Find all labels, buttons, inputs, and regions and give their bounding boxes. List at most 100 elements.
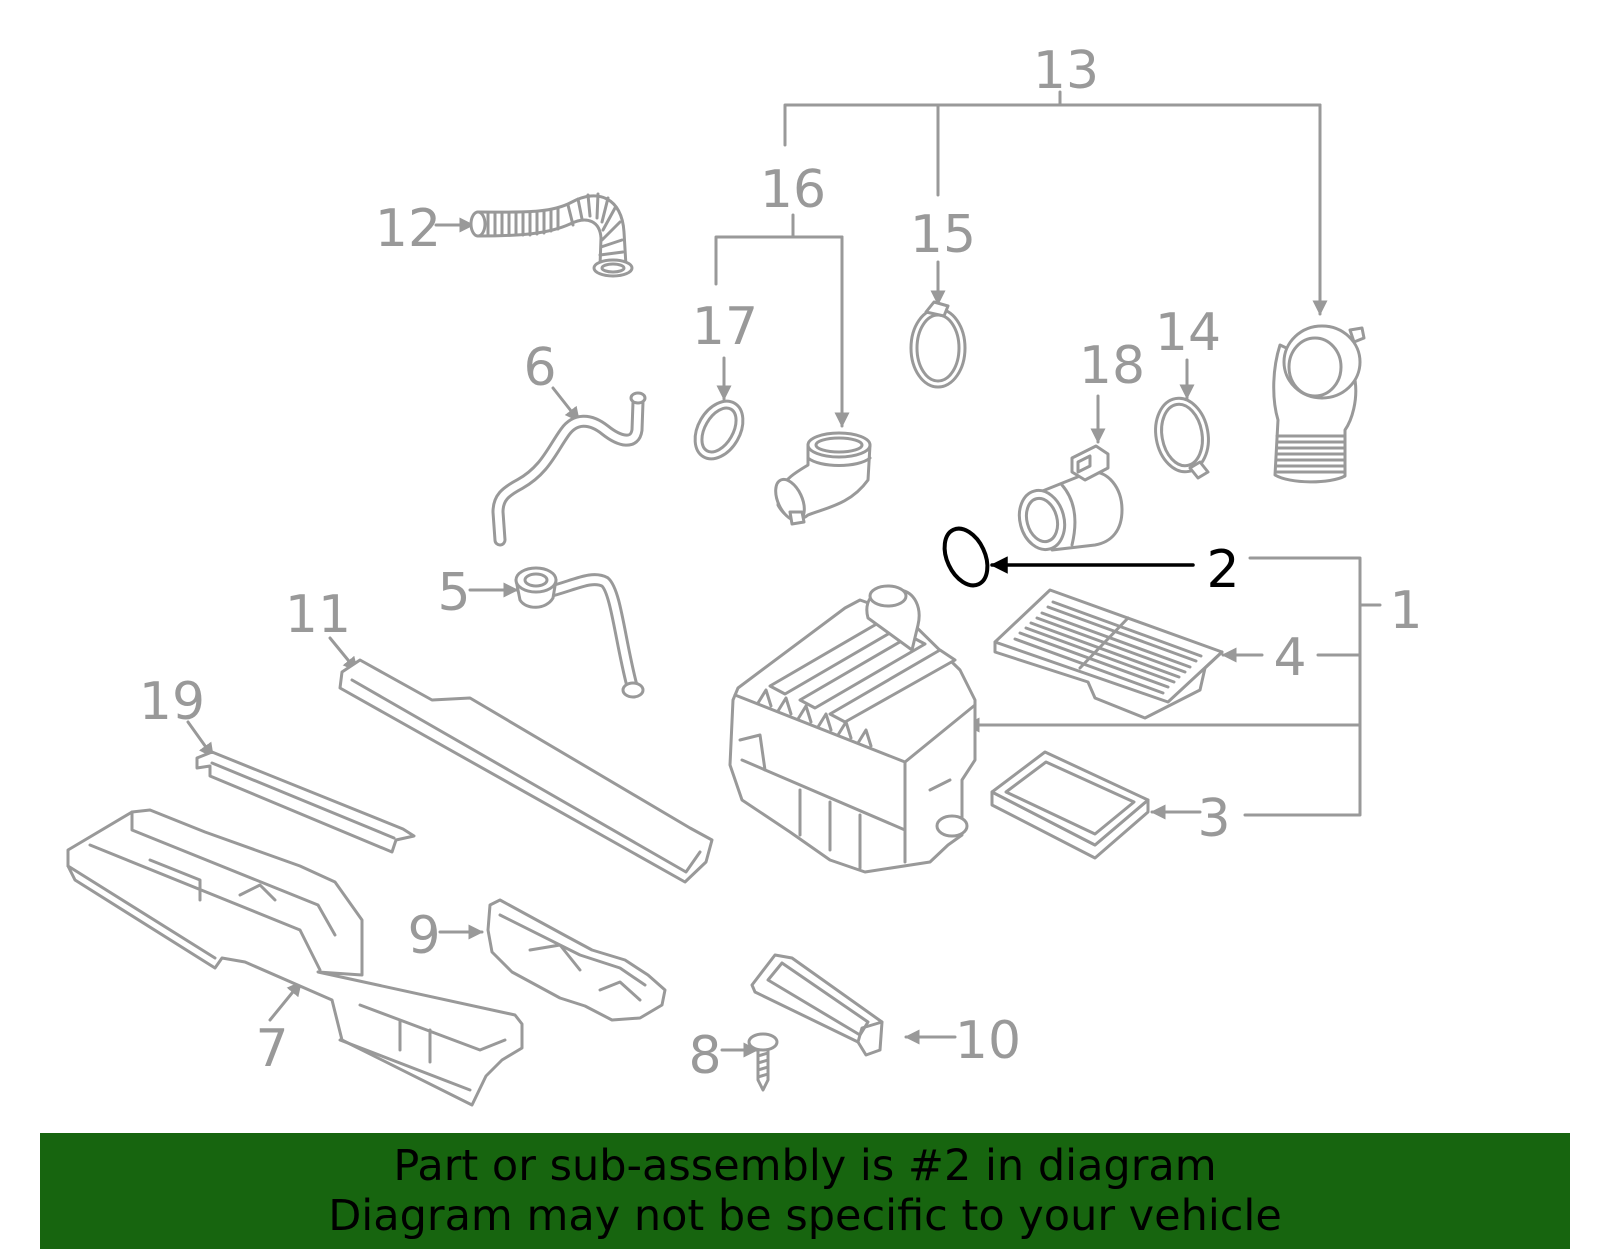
housing-1-mount (935, 814, 969, 838)
part-12-breather-hose (469, 192, 634, 278)
part-15-hose-clamp (909, 300, 967, 389)
callout-14: 14 (1155, 303, 1221, 363)
pipe-6-bore (494, 398, 642, 544)
callout-2: 2 (1206, 540, 1239, 600)
hose-12-inner-edge (476, 218, 603, 268)
part-17-o-ring (693, 399, 745, 461)
o-ring-17-inner (700, 406, 738, 454)
guide-7-detail (66, 810, 507, 1092)
leader-19 (186, 720, 215, 759)
notice-banner: Part or sub-assembly is #2 in diagram Di… (40, 1133, 1570, 1249)
bar-19-edge (210, 761, 396, 840)
strip-11-edge (350, 678, 702, 874)
callout-6: 6 (523, 338, 556, 398)
part-6-vent-pipe (491, 391, 647, 547)
duct-13-tab (1348, 326, 1366, 344)
clamp-14-outer (1154, 396, 1210, 474)
part-4-filter-element (993, 588, 1224, 720)
housing-1-snorkel-rim (868, 584, 908, 608)
callout-15: 15 (910, 205, 976, 265)
hose-12-bottom-opening (600, 262, 626, 274)
hose-5-cup-rim (514, 566, 558, 594)
sensor-18-inlet-bore (1024, 496, 1060, 544)
clamp-15-outer (909, 307, 967, 389)
filter-4-pleats (1013, 600, 1203, 695)
part-14-hose-clamp (1154, 396, 1210, 480)
elbow-16-tab (788, 510, 806, 526)
callout-9: 9 (407, 906, 440, 966)
sensor-18-inlet (1017, 488, 1067, 552)
callout-5: 5 (437, 563, 470, 623)
part-18-air-mass-sensor (1017, 444, 1124, 552)
housing-1-lower-detail (738, 733, 952, 870)
duct-13-rim (1282, 324, 1362, 400)
leader-6 (551, 386, 581, 423)
seal-2-ring (942, 526, 990, 588)
leader-lines (186, 90, 1382, 1058)
callout-10: 10 (955, 1011, 1021, 1071)
parts-diagram: 13 16 12 15 17 14 18 6 2 1 5 11 4 19 3 9… (66, 41, 1423, 1107)
clamp-15-tab (924, 300, 950, 318)
elbow-16-top-opening (814, 436, 864, 454)
hose-12-corrugations (486, 192, 625, 257)
strip-11-outline (338, 658, 714, 884)
callout-16: 16 (760, 160, 826, 220)
callout-1: 1 (1389, 581, 1422, 641)
part-10-intake-snorkel (750, 953, 884, 1057)
callout-13: 13 (1033, 41, 1099, 101)
callout-12: 12 (375, 199, 441, 259)
snorkel-10-side (856, 1020, 884, 1044)
part-11-seal-strip (338, 658, 714, 884)
o-ring-17-outer (693, 399, 745, 461)
snorkel-10-opening (766, 961, 870, 1037)
filter-4-top-face (993, 640, 1224, 704)
pipe-6-cap (629, 391, 647, 405)
notice-line-part: Part or sub-assembly is #2 in diagram (393, 1141, 1217, 1191)
callout-3: 3 (1197, 789, 1230, 849)
bracket-9-outline (486, 898, 667, 1022)
part-8-bolt (747, 1032, 779, 1092)
part-2-seal (942, 526, 990, 588)
part-16-intake-elbow (774, 431, 872, 526)
hose-12-bottom-end (592, 258, 634, 278)
housing-1-rib-b (798, 634, 927, 710)
leader-7 (268, 980, 303, 1022)
part-7-air-guide (66, 808, 524, 1107)
duct-13-opening (1287, 336, 1343, 398)
part-1-air-cleaner-housing (728, 584, 977, 874)
bolt-8-threads (756, 1051, 770, 1079)
callout-18: 18 (1079, 336, 1145, 396)
hose-12-outer-edge (476, 194, 628, 268)
callout-19: 19 (139, 672, 205, 732)
callout-17: 17 (692, 297, 758, 357)
callout-11: 11 (285, 585, 351, 645)
sensor-18-connector (1076, 454, 1092, 474)
callout-4: 4 (1273, 628, 1306, 688)
bracket-9-detail (498, 913, 647, 1002)
bracket-1 (1243, 556, 1382, 817)
sensor-18-seam (1060, 483, 1077, 547)
callout-7: 7 (255, 1019, 288, 1079)
clamp-14-tab (1188, 460, 1210, 480)
pipe-6-outline (491, 395, 645, 547)
bracket-16 (714, 213, 844, 286)
bracket-13 (783, 90, 1322, 197)
elbow-16-band (806, 456, 872, 467)
hose-12-left-end (469, 210, 487, 238)
notice-line-disclaimer: Diagram may not be specific to your vehi… (328, 1191, 1282, 1241)
callout-labels: 13 16 12 15 17 14 18 6 2 1 5 11 4 19 3 9… (139, 41, 1423, 1086)
part-19-bracket-bar (195, 750, 416, 854)
part-9-duct-bracket (486, 898, 667, 1022)
housing-1-rib-c (828, 648, 957, 724)
clamp-14-inner (1160, 402, 1204, 468)
hose-5-end (621, 681, 645, 699)
hose-5-bore (544, 576, 636, 690)
callout-8: 8 (688, 1026, 721, 1086)
housing-1-clips (756, 688, 873, 748)
duct-13-corrugations (1275, 434, 1347, 474)
filter-3-inner-edge (1004, 760, 1136, 836)
bolt-8-head (747, 1032, 779, 1052)
part-3-filter (990, 750, 1150, 860)
hose-5-cup-opening (523, 572, 549, 588)
